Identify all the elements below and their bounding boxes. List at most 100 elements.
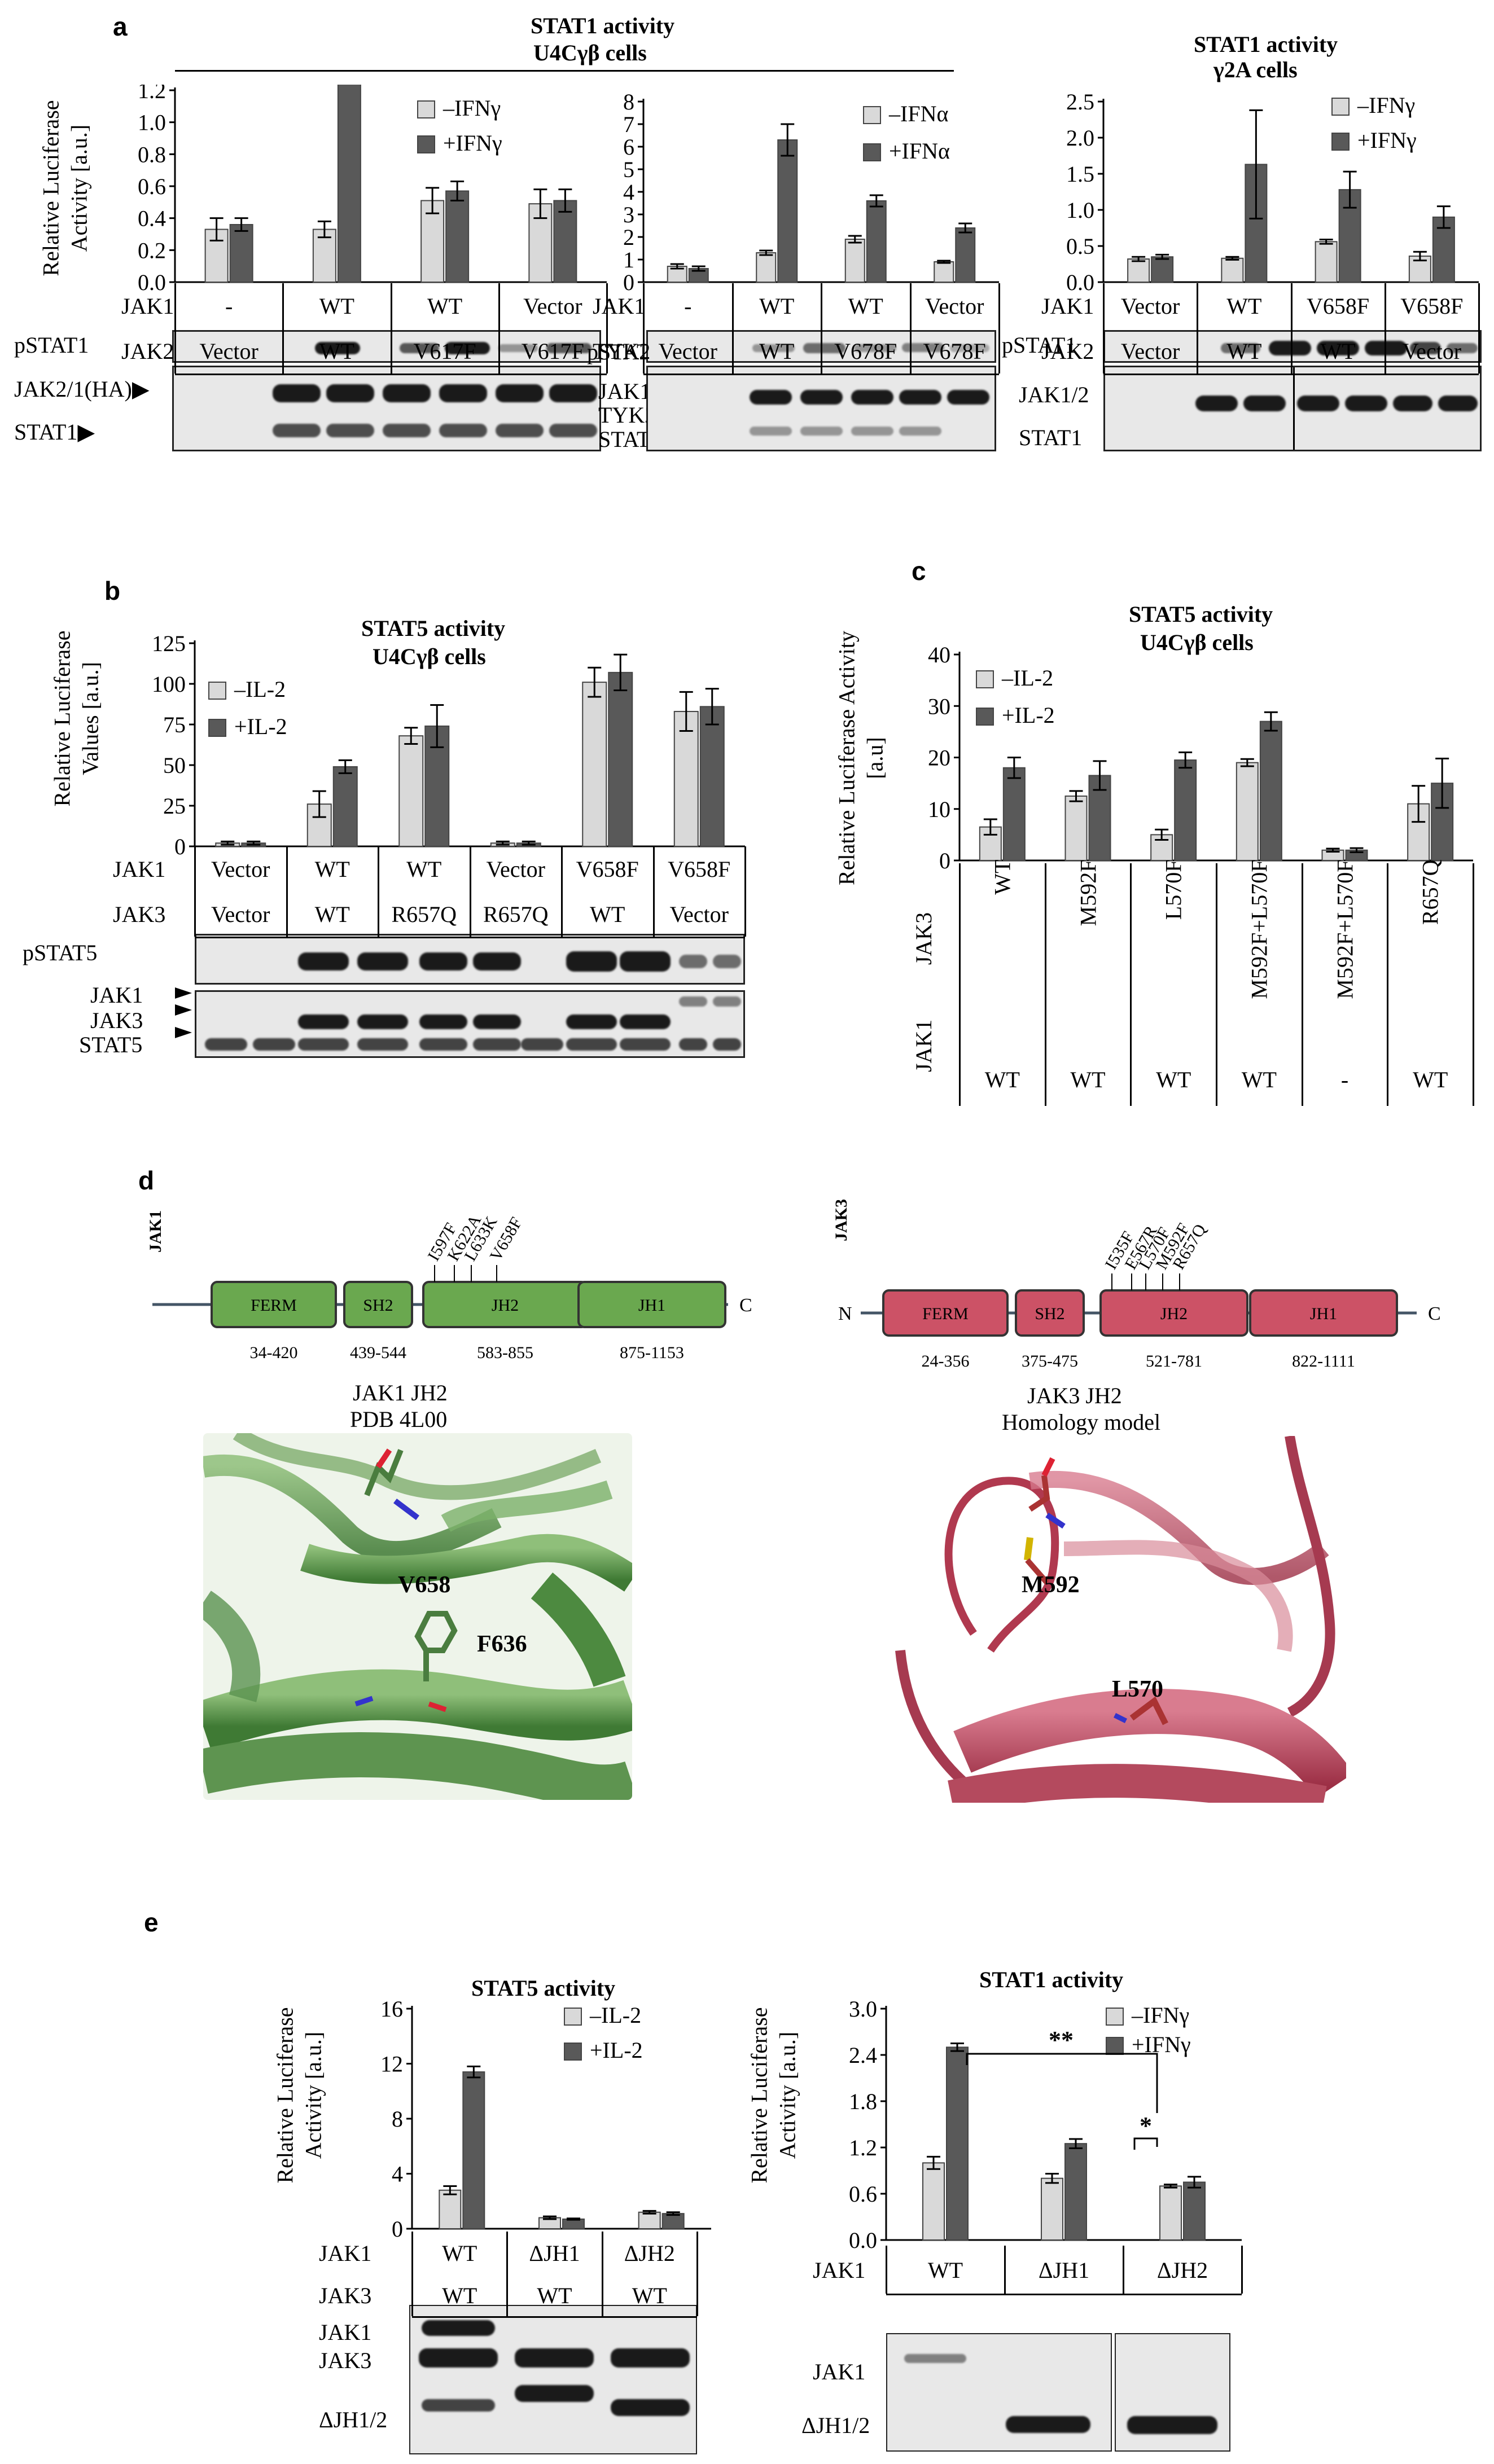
residue-label-v658: V658 (398, 1572, 451, 1598)
y-tick-label: 1.5 (1066, 161, 1094, 187)
table-cell: Vector (669, 902, 729, 927)
table-divider (1241, 2246, 1243, 2294)
c-terminus: C (739, 1295, 752, 1316)
table-cell: Vector (1120, 293, 1180, 319)
bar (1064, 795, 1088, 861)
table-cell: Vector (1402, 339, 1462, 364)
table-divider (886, 2246, 887, 2294)
table-divider (174, 283, 176, 374)
panel-b-ylabel-2: Values [a.u.] (77, 661, 103, 776)
panel-e-right-ylabel-1: Relative Luciferase (746, 2007, 772, 2184)
table-divider (1301, 863, 1303, 1106)
table-divider (696, 2232, 698, 2316)
bar (934, 261, 954, 283)
legend-label: –IFNγ (1131, 2002, 1189, 2028)
panel-e-right-title: STAT1 activity (979, 1967, 1124, 1992)
bar (1221, 257, 1244, 283)
domain-range: 34-420 (250, 1343, 298, 1362)
blot-label: JAK1 (813, 2359, 866, 2384)
legend-swatch (976, 708, 994, 726)
y-tick-label: 0.5 (1066, 234, 1094, 259)
table-cell: WT (319, 339, 354, 364)
blot-label: pSTAT1 (1002, 332, 1077, 358)
table-cell: V658F (1307, 293, 1370, 319)
y-tick-label: 30 (928, 693, 950, 719)
y-tick-label: 2.4 (849, 2043, 877, 2068)
table-divider (498, 283, 500, 374)
row-label: JAK1 (319, 2240, 372, 2266)
legend-swatch (1331, 133, 1350, 151)
blot-arrowheads (175, 987, 192, 1038)
n-terminus: N (838, 1303, 852, 1324)
table-cell: WT (1070, 1067, 1106, 1092)
panel-a-title: STAT1 activity (531, 13, 675, 38)
row-label: JAK3 (113, 902, 166, 927)
y-tick-label: 0 (623, 270, 634, 295)
table-cell: Vector (658, 339, 717, 364)
panel-c-cells: U4Cγβ cells (1140, 630, 1254, 655)
bar (756, 252, 777, 283)
table-divider (1197, 283, 1199, 374)
y-tick-label: 2.5 (1066, 89, 1094, 115)
bar (337, 85, 361, 283)
y-tick-label: 4 (623, 179, 634, 205)
domain-label: SH2 (1035, 1305, 1064, 1323)
table-cell: WT (314, 902, 350, 927)
table-cell: WT (442, 2282, 477, 2308)
row-label: JAK2 (1041, 339, 1094, 364)
domain-label: JH2 (492, 1296, 519, 1315)
domain-box (343, 1281, 413, 1328)
bar (922, 2162, 945, 2241)
jak1-structure-title: JAK1 JH2 (353, 1380, 448, 1406)
table-divider (606, 283, 608, 374)
panel-c-ylabel-1: Relative Luciferase Activity (834, 631, 860, 885)
table-cell: WT (1226, 339, 1262, 364)
y-tick-label: 8 (392, 2106, 403, 2132)
table-cell: V617F (413, 339, 476, 364)
bar (955, 227, 976, 283)
y-tick-label: 0.8 (138, 142, 166, 167)
domain-label: JH2 (1160, 1305, 1188, 1323)
panel-b-ylabel-1: Relative Luciferase (49, 630, 75, 807)
table-cell: V658F (1400, 293, 1464, 319)
y-tick-label: 7 (623, 112, 634, 137)
table-divider (469, 846, 471, 937)
protein-name: JAK1 (146, 1210, 165, 1253)
bar (608, 671, 633, 847)
domain-box (1099, 1289, 1248, 1337)
legend-label: –IFNα (888, 101, 948, 126)
y-tick-label: 2.0 (1066, 125, 1094, 151)
bar (866, 200, 887, 283)
bar (1064, 2143, 1087, 2241)
blot-e2-right (1115, 2333, 1230, 2452)
row-label: JAK3 (319, 2282, 372, 2308)
table-cell: ΔJH2 (624, 2240, 675, 2266)
y-tick-label: 0 (392, 2216, 403, 2242)
chart-a3: 0.00.51.01.52.02.5–IFNγ+IFNγ (1066, 89, 1479, 295)
bar (439, 2189, 462, 2229)
table-cell: Vector (523, 293, 582, 319)
domain-label: JH1 (1310, 1305, 1337, 1323)
table-cell: - (225, 293, 233, 319)
table-cell: V658F (576, 857, 639, 882)
table-divider (1103, 283, 1105, 374)
table-bottom-line (643, 374, 999, 375)
panel-a-right-title: STAT1 activity (1194, 32, 1338, 57)
table-cell: R657Q (483, 902, 549, 927)
table-divider (744, 846, 746, 937)
domain-label: FERM (251, 1296, 297, 1315)
legend-label: +IFNγ (443, 130, 502, 156)
y-tick-label: 40 (928, 642, 950, 667)
legend-swatch (417, 100, 435, 118)
y-tick-label: 1 (623, 247, 634, 273)
table-cell: WT (319, 293, 354, 319)
legend-swatch (208, 719, 226, 737)
table-bottom-line (1103, 374, 1479, 375)
blot-label: pSTAT1 (14, 332, 89, 358)
